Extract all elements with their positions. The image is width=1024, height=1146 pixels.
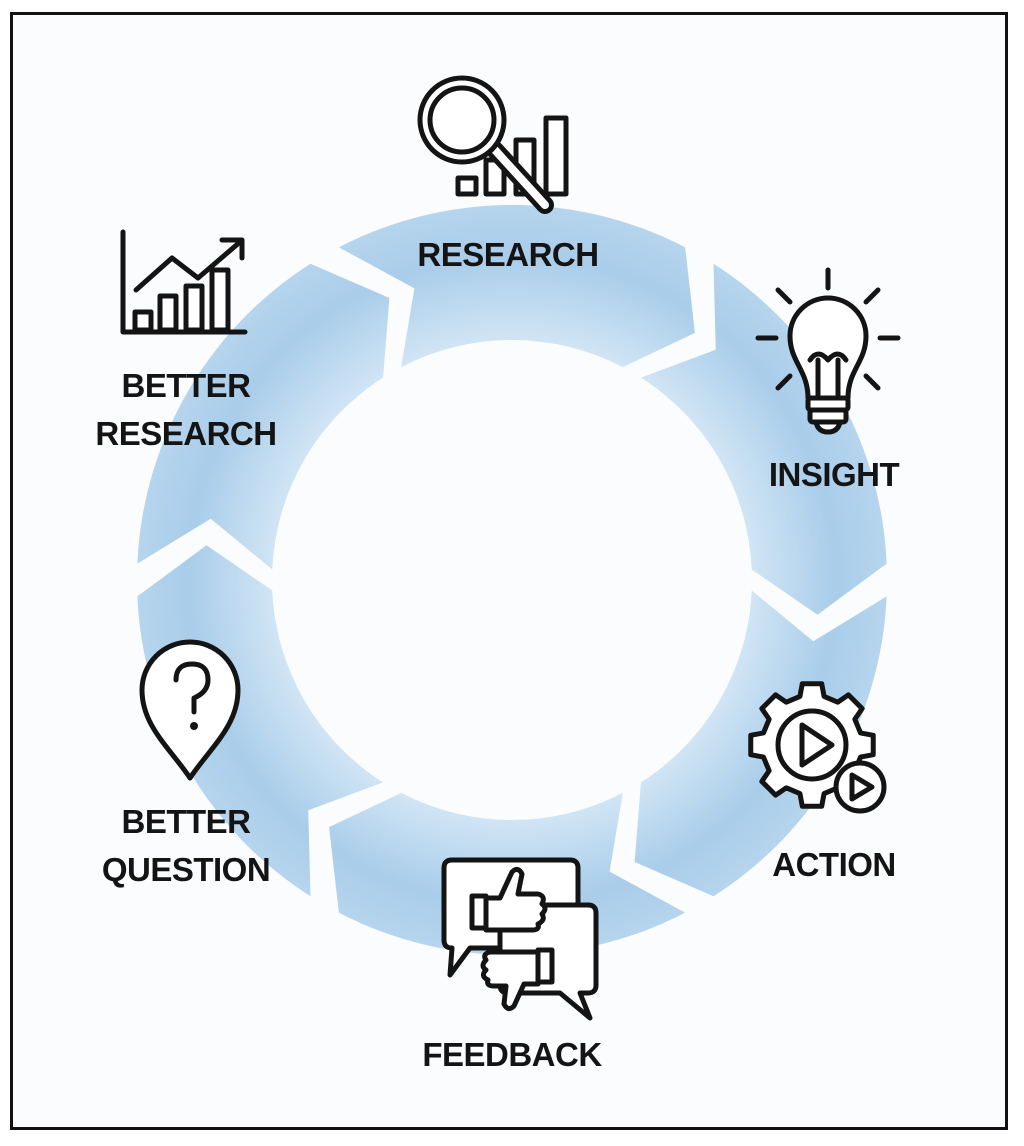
label-line: RESEARCH bbox=[95, 415, 277, 452]
trend-chart-icon bbox=[120, 229, 248, 335]
label-line: BETTER bbox=[121, 367, 251, 404]
cycle-segment-6 bbox=[137, 263, 390, 570]
step-label-research: RESEARCH bbox=[417, 236, 599, 273]
lightbulb-icon bbox=[755, 267, 901, 435]
step-label-better-research: BETTER RESEARCH bbox=[95, 362, 277, 458]
step-label-feedback: FEEDBACK bbox=[422, 1036, 602, 1073]
question-pin-icon bbox=[139, 639, 241, 781]
cycle-segment-5 bbox=[137, 545, 384, 897]
label-line: BETTER bbox=[121, 803, 251, 840]
step-label-action: ACTION bbox=[772, 846, 896, 883]
label-line: QUESTION bbox=[101, 851, 271, 888]
gear-play-icon bbox=[748, 681, 887, 814]
step-label-insight: INSIGHT bbox=[768, 456, 900, 493]
thumbs-up-down-chat-icon bbox=[441, 857, 599, 1021]
cycle-segment-1 bbox=[338, 205, 695, 368]
cycle-segment-2 bbox=[640, 263, 887, 615]
magnifier-bar-chart-icon bbox=[417, 75, 569, 214]
step-label-better-question: BETTER QUESTION bbox=[101, 798, 271, 894]
